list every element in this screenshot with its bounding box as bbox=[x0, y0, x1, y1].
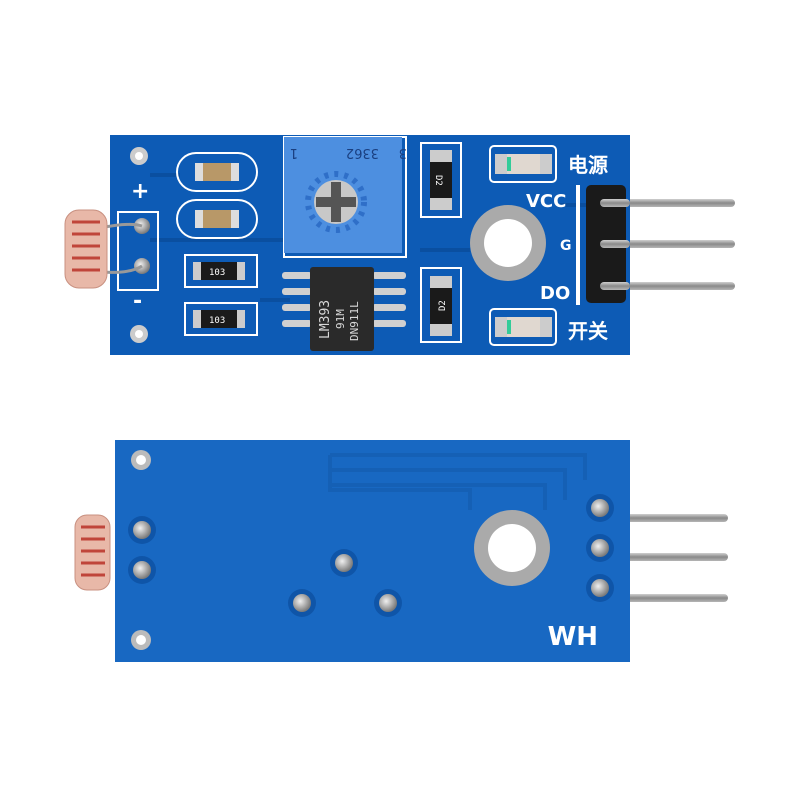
photoresistor bbox=[64, 209, 143, 289]
smd-components-left: 103 103 bbox=[176, 152, 258, 336]
led-switch bbox=[489, 308, 557, 346]
diode-label: D2 bbox=[438, 300, 448, 311]
ic-lm393: LM393 91M DN911L bbox=[282, 267, 406, 351]
header-pins-top bbox=[600, 199, 735, 290]
resistor-label: 103 bbox=[209, 268, 225, 278]
bottom-board: HW bbox=[74, 440, 728, 662]
potentiometer[interactable]: 3 3362 1 bbox=[283, 136, 407, 258]
header-pins-bottom bbox=[625, 514, 728, 602]
label-vcc: VCC bbox=[526, 191, 566, 212]
photoresistor bbox=[74, 514, 111, 591]
resistor-label: 103 bbox=[209, 316, 225, 326]
ic-line2: 91M bbox=[334, 309, 347, 329]
diode-label: D2 bbox=[433, 175, 443, 186]
label-power: 电源 bbox=[568, 153, 608, 177]
label-plus: + bbox=[131, 179, 149, 204]
label-do: DO bbox=[540, 283, 570, 304]
pot-label-code: 3362 bbox=[346, 145, 379, 160]
label-minus: - bbox=[133, 289, 142, 314]
led-power bbox=[489, 145, 557, 183]
smd-resistors-right: D2 D2 bbox=[420, 142, 462, 343]
ic-line3: DN911L bbox=[348, 301, 361, 341]
pot-label-left: 3 bbox=[399, 145, 407, 160]
solder-joints bbox=[128, 494, 614, 617]
label-switch: 开关 bbox=[568, 319, 608, 343]
top-board: + - 103 103 3 3 bbox=[64, 135, 735, 355]
pin-header[interactable] bbox=[576, 185, 630, 305]
label-hw: HW bbox=[548, 622, 598, 652]
ic-line1: LM393 bbox=[318, 300, 333, 339]
pot-label-right: 1 bbox=[290, 145, 298, 160]
label-gnd: G bbox=[560, 238, 572, 254]
